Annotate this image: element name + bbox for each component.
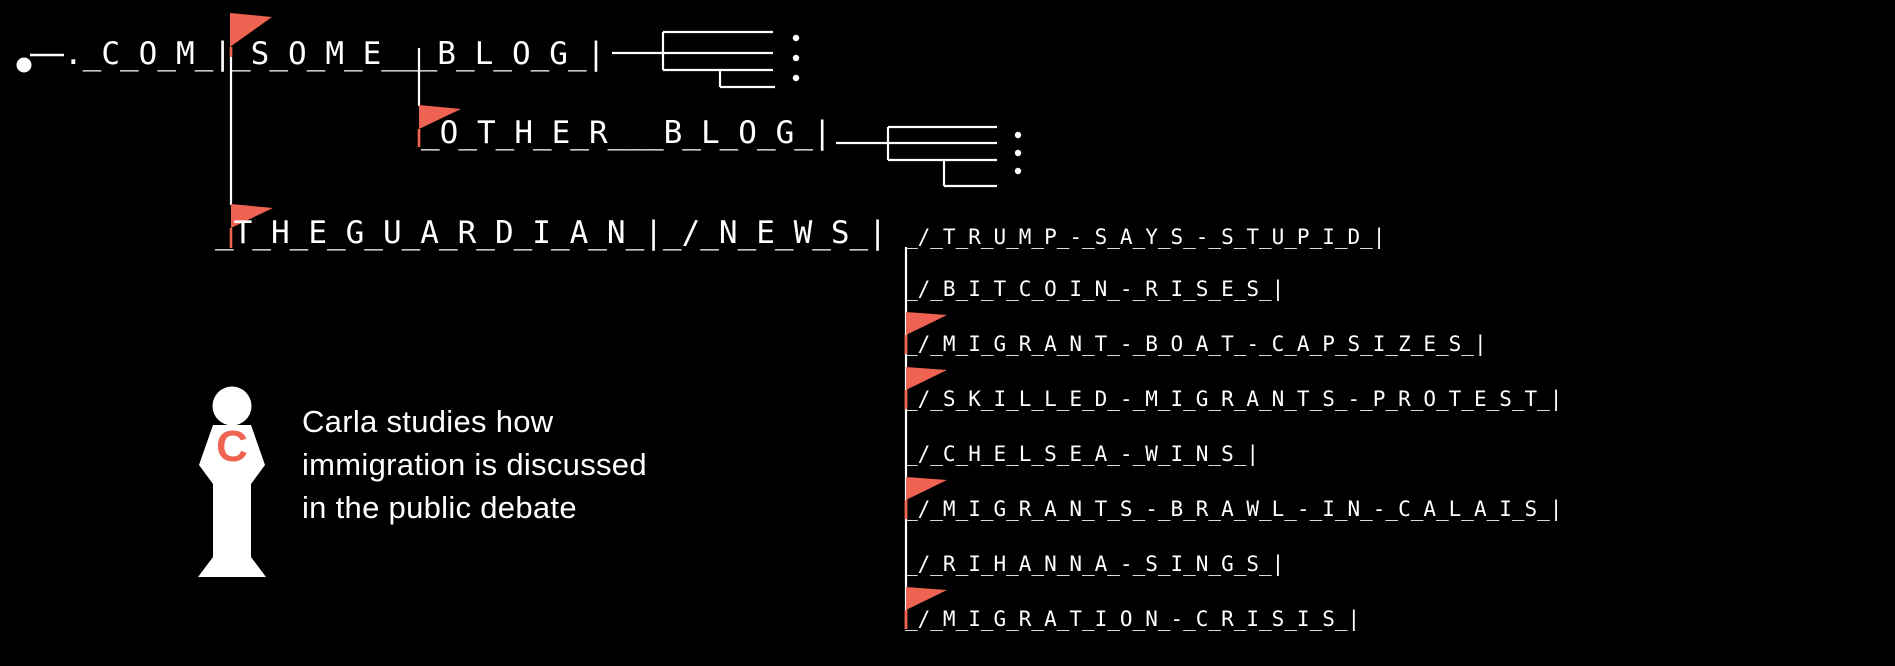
- article-row: _/_M_I_G_R_A_N_T_-_B_O_A_T_-_C_A_P_S_I_Z…: [905, 332, 1487, 356]
- caption-line: in the public debate: [302, 490, 577, 525]
- ellipsis-dots-other-blog: [1014, 131, 1022, 175]
- persona-head: [212, 386, 252, 426]
- article-row: _/_C_H_E_L_S_E_A_-_W_I_N_S_|: [905, 442, 1260, 466]
- guardian-node-label: _T_H_E_G_U_A_R_D_I_A_N_|_/_N_E_W_S_|: [215, 215, 887, 251]
- persona-body: [198, 425, 266, 577]
- caption-line: immigration is discussed: [302, 447, 647, 482]
- flag-icon-migrants-brawl: [906, 477, 947, 500]
- flag-icon-skilled-migrants: [906, 367, 947, 390]
- article-row: _/_S_K_I_L_L_E_D_-_M_I_G_R_A_N_T_S_-_P_R…: [905, 387, 1563, 411]
- persona-initial: C: [216, 422, 248, 471]
- root-bullet: [16, 57, 32, 73]
- root-node-label: ._C_O_M_|: [64, 36, 232, 72]
- flag-icon-some-blog: [230, 13, 272, 47]
- article-row: _/_B_I_T_C_O_I_N_-_R_I_S_E_S_|: [905, 277, 1285, 301]
- fork-other-blog: [836, 125, 997, 188]
- article-row: _/_R_I_H_A_N_N_A_-_S_I_N_G_S_|: [905, 552, 1285, 576]
- article-row: _/_M_I_G_R_A_T_I_O_N_-_C_R_I_S_I_S_|: [905, 607, 1361, 631]
- flag-icon-migration-crisis: [906, 587, 947, 610]
- some-blog-node-label: _S_O_M_E___B_L_O_G_|: [232, 36, 606, 72]
- persona-figure: [198, 386, 266, 577]
- persona-caption: Carla studies how immigration is discuss…: [302, 400, 647, 529]
- ellipsis-dots-some-blog: [792, 34, 800, 82]
- flag-icon-other-blog: [419, 105, 461, 129]
- article-row: _/_M_I_G_R_A_N_T_S_-_B_R_A_W_L_-_I_N_-_C…: [905, 497, 1563, 521]
- article-row: _/_T_R_U_M_P_-_S_A_Y_S_-_S_T_U_P_I_D_|: [905, 225, 1386, 249]
- caption-line: Carla studies how: [302, 404, 554, 439]
- flag-icon-migrant-boat: [906, 312, 947, 335]
- other-blog-node-label: _O_T_H_E_R___B_L_O_G_|: [421, 115, 832, 151]
- fork-some-blog: [612, 30, 775, 89]
- flag-icon-guardian: [231, 204, 273, 228]
